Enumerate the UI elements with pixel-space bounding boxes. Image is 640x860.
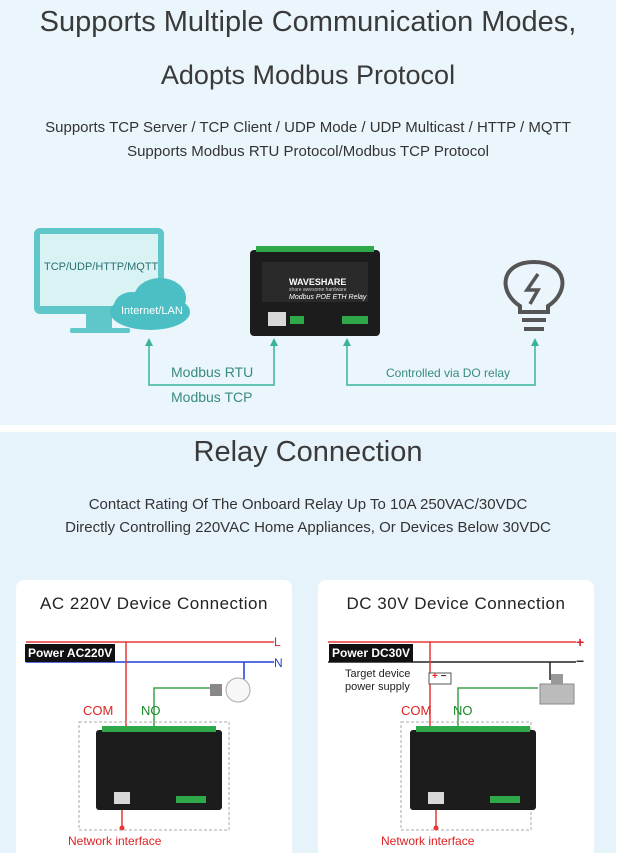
- dc-plus-label: +: [576, 634, 585, 650]
- ac-n-label: N: [274, 656, 283, 670]
- link-label-tcp: Modbus TCP: [171, 389, 253, 405]
- light-bulb-icon: [210, 677, 251, 703]
- link-label-rtu: Modbus RTU: [171, 364, 254, 380]
- dc-target-line2: power supply: [345, 681, 410, 693]
- valve-icon: [539, 674, 575, 705]
- relay-usage-text: Directly Controlling 220VAC Home Applian…: [65, 519, 551, 536]
- cloud-label: Internet/LAN: [121, 305, 183, 317]
- dc-wiring-diagram: [328, 641, 576, 831]
- relay-device-image: [410, 726, 536, 810]
- ac-connection-card: AC 220V Device Connection Power AC220V L…: [16, 580, 292, 860]
- ac-wiring-diagram: [26, 641, 274, 831]
- dc-no-label: NO: [453, 703, 473, 718]
- dc-target-line1: Target device: [345, 668, 411, 680]
- communication-section: [0, 0, 616, 425]
- ac-com-label: COM: [83, 703, 114, 718]
- lightning-bulb-icon: [503, 259, 565, 331]
- relay-rating-text: Contact Rating Of The Onboard Relay Up T…: [88, 496, 528, 513]
- device-tagline: share awesome hardware: [289, 287, 347, 293]
- section-title-line2: Adopts Modbus Protocol: [160, 60, 456, 90]
- ac-network-label: Network interface: [68, 834, 162, 848]
- ac-power-label: Power AC220V: [25, 644, 116, 662]
- dc-card-title: DC 30V Device Connection: [346, 594, 566, 613]
- link-label-do: Controlled via DO relay: [386, 366, 511, 380]
- ac-card-title: AC 220V Device Connection: [40, 594, 268, 613]
- dc-com-label: COM: [401, 703, 432, 718]
- dc-network-label: Network interface: [381, 834, 475, 848]
- device-brand: WAVESHARE: [289, 277, 347, 287]
- relay-device-image: [250, 246, 380, 336]
- relay-device-image: [96, 726, 222, 810]
- relay-title: Relay Connection: [193, 436, 423, 468]
- dc-minus-label: −: [576, 653, 585, 669]
- monitor-label: TCP/UDP/HTTP/MQTT: [44, 261, 159, 273]
- protocol-text: Supports Modbus RTU Protocol/Modbus TCP …: [127, 143, 489, 160]
- dc-connection-card: DC 30V Device Connection Power DC30V + −…: [318, 580, 594, 860]
- ac-no-label: NO: [141, 703, 161, 718]
- dc-polarity-box: + −: [432, 671, 447, 682]
- cloud-icon: [110, 278, 190, 330]
- modes-text: Supports TCP Server / TCP Client / UDP M…: [45, 119, 571, 136]
- communication-diagram: [34, 228, 565, 386]
- dc-power-label: Power DC30V: [329, 644, 414, 662]
- section-title-line1: Supports Multiple Communication Modes,: [39, 6, 577, 38]
- device-model: Modbus POE ETH Relay: [289, 294, 367, 301]
- ac-l-label: L: [274, 635, 281, 649]
